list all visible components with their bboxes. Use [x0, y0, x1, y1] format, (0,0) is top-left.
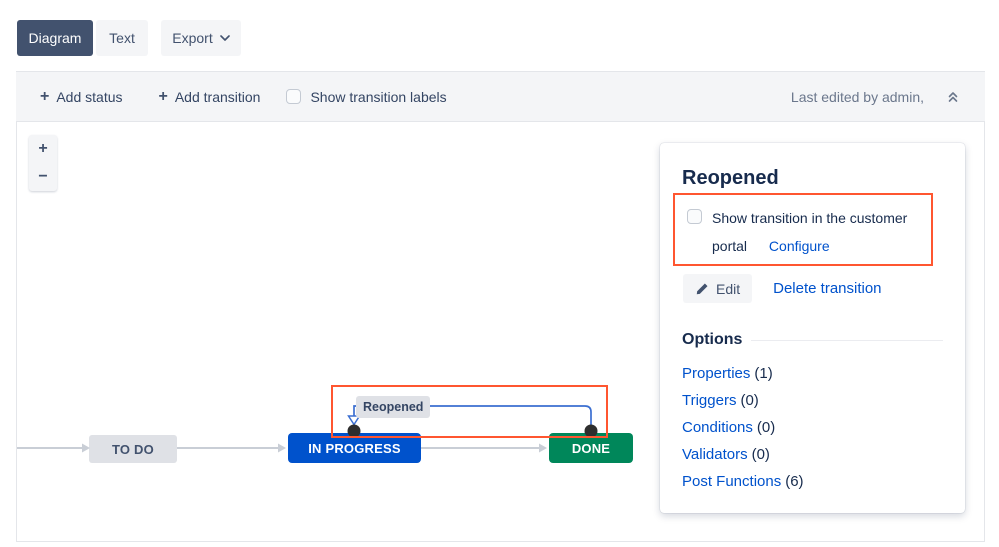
show-transition-labels-checkbox[interactable]: [286, 89, 302, 104]
option-item-validators: Validators(0): [682, 441, 804, 468]
customer-portal-label: Show transition in the customer portal: [712, 210, 908, 254]
double-chevron-up-icon: [948, 91, 958, 102]
customer-portal-checkbox[interactable]: [687, 209, 702, 224]
tab-text[interactable]: Text: [96, 20, 148, 56]
option-item-conditions: Conditions(0): [682, 414, 804, 441]
toolbar-right-group: Last edited by admin,: [791, 88, 962, 106]
add-status-label: Add status: [56, 88, 123, 105]
validators-count: (0): [751, 446, 770, 463]
edge-reopened-transition[interactable]: [347, 405, 592, 426]
tab-diagram[interactable]: Diagram: [17, 20, 93, 56]
option-item-triggers: Triggers(0): [682, 387, 804, 414]
option-item-properties: Properties(1): [682, 360, 804, 387]
add-status-button[interactable]: + Add status: [40, 87, 123, 105]
panel-actions: Edit Delete transition: [683, 274, 882, 303]
zoom-control: + −: [29, 135, 57, 191]
panel-title: Reopened: [682, 167, 779, 189]
triggers-link[interactable]: Triggers: [682, 392, 737, 409]
properties-count: (1): [754, 365, 773, 382]
conditions-count: (0): [756, 419, 776, 436]
customer-portal-highlight-box: Show transition in the customer portal C…: [673, 193, 933, 266]
options-heading: Options: [682, 331, 743, 348]
show-transition-labels-control: Show transition labels: [286, 88, 447, 105]
post-functions-link[interactable]: Post Functions: [682, 473, 782, 490]
zoom-in-button[interactable]: +: [29, 135, 57, 163]
option-item-post-functions: Post Functions(6): [682, 468, 804, 495]
show-transition-labels-label: Show transition labels: [310, 88, 447, 105]
workflow-edges-layer: [17, 405, 598, 453]
zoom-out-button[interactable]: −: [29, 163, 57, 191]
properties-link[interactable]: Properties: [682, 365, 751, 382]
conditions-link[interactable]: Conditions: [682, 419, 753, 436]
customer-portal-text: Show transition in the customer portal C…: [712, 204, 923, 260]
transition-label-reopened[interactable]: Reopened: [356, 396, 431, 418]
configure-link[interactable]: Configure: [768, 238, 830, 254]
edge-inprogress-to-done[interactable]: [421, 443, 547, 453]
chevron-down-icon: [219, 35, 230, 41]
toolbar-left-group: + Add status + Add transition Show trans…: [40, 87, 447, 105]
export-button-label: Export: [172, 30, 213, 46]
post-functions-count: (6): [785, 473, 804, 490]
validators-link[interactable]: Validators: [682, 446, 748, 463]
options-header: Options: [682, 331, 943, 349]
edge-todo-to-inprogress[interactable]: [177, 443, 286, 453]
plus-icon: +: [40, 87, 50, 105]
add-transition-button[interactable]: + Add transition: [158, 87, 261, 105]
diagram-toolbar: + Add status + Add transition Show trans…: [16, 71, 985, 122]
edit-button[interactable]: Edit: [683, 274, 753, 303]
collapse-toolbar-button[interactable]: [944, 88, 962, 106]
status-node-in-progress[interactable]: IN PROGRESS: [288, 433, 421, 463]
triggers-count: (0): [740, 392, 759, 409]
transition-properties-panel: Reopened Show transition in the customer…: [660, 143, 965, 513]
delete-transition-link[interactable]: Delete transition: [773, 280, 882, 297]
export-button[interactable]: Export: [161, 20, 241, 56]
status-node-todo[interactable]: TO DO: [89, 435, 177, 463]
add-transition-label: Add transition: [174, 88, 261, 105]
view-switcher: Diagram Text Export: [17, 20, 241, 56]
status-node-done[interactable]: DONE: [549, 433, 633, 463]
options-list: Properties(1) Triggers(0) Conditions(0) …: [682, 360, 804, 495]
pencil-icon: [696, 282, 708, 294]
plus-icon: +: [158, 87, 168, 105]
create-edge: [17, 443, 90, 453]
options-divider: [751, 339, 943, 341]
last-edited-text: Last edited by admin,: [790, 88, 924, 105]
transition-endpoint-dot[interactable]: [347, 424, 361, 438]
transition-endpoint-dot[interactable]: [584, 424, 598, 438]
edit-button-label: Edit: [716, 280, 741, 297]
